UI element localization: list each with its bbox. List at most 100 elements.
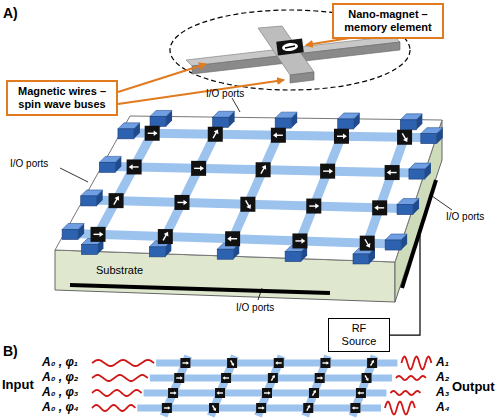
nano-magnet [362, 373, 372, 383]
nano-magnet [162, 403, 172, 413]
nano-magnet [268, 373, 278, 383]
magnet-arrow [264, 391, 271, 395]
box-text: RF Source [334, 322, 384, 348]
nano-magnet [208, 127, 223, 142]
magnet-arrow [275, 361, 282, 365]
nano-magnet [158, 229, 173, 244]
magnet-arrow [161, 231, 171, 242]
spin-wave [92, 390, 142, 396]
magnet-arrow [363, 375, 369, 383]
stroke [246, 204, 253, 210]
nano-magnet [109, 193, 124, 208]
magnet-arrow [259, 164, 269, 175]
stroke [329, 168, 333, 173]
io-port [213, 117, 229, 127]
io-port [229, 111, 235, 127]
spin-wave [92, 360, 154, 366]
io-port [413, 199, 419, 215]
nano-magnet [127, 159, 142, 174]
stroke [366, 243, 373, 249]
io-port [409, 169, 425, 179]
nano-magnet [274, 358, 284, 368]
io-port [400, 120, 416, 130]
stroke [273, 133, 277, 138]
port-label: I/O ports [10, 158, 48, 169]
callout-box: Nano-magnet – memory element [332, 3, 444, 39]
stroke [343, 134, 347, 139]
magnet-arrow [311, 389, 317, 397]
rf-source-box: RF Source [328, 318, 390, 352]
io-port [275, 118, 291, 128]
magnet-arrow [295, 238, 305, 243]
leader-lines [60, 98, 452, 300]
io-port [62, 229, 78, 239]
rf-wire [390, 235, 420, 335]
magnet-arrow [323, 168, 333, 173]
port-label: I/O ports [446, 211, 484, 222]
magnet-arrow [270, 374, 276, 382]
callout-arrows [118, 38, 350, 104]
nano-magnet [145, 126, 160, 141]
substrate [55, 116, 442, 302]
magnet-arrow [305, 404, 311, 412]
stroke [313, 389, 317, 393]
signal-label: A₀ , φ₃ [42, 386, 79, 399]
stroke [272, 374, 276, 378]
stroke [174, 391, 177, 395]
nano-magnet [360, 236, 375, 251]
panel-label: A) [3, 6, 18, 21]
stroke [168, 406, 171, 410]
signal-label: A₀ , φ₁ [42, 356, 78, 369]
input-label: Input [2, 378, 34, 392]
spin-wave [385, 402, 415, 415]
io-port [99, 162, 115, 172]
magnet-arrow [243, 199, 253, 210]
output-label: Output [452, 380, 495, 394]
stroke [129, 164, 133, 169]
spin-wave [396, 376, 426, 380]
stroke [262, 164, 269, 170]
spin-wave [390, 391, 420, 395]
nano-magnet [180, 358, 190, 368]
nano-magnet [315, 373, 325, 383]
io-port [437, 128, 443, 144]
stroke [227, 236, 231, 241]
io-port [97, 190, 103, 206]
nano-magnet [397, 130, 412, 145]
stroke [387, 170, 391, 175]
port-label: I/O ports [206, 88, 244, 99]
spin-wave [401, 357, 431, 370]
magnet-arrow [177, 200, 187, 205]
magnet-arrow [369, 359, 375, 367]
spin-wave [92, 375, 148, 381]
signal-label: A₃ [436, 386, 449, 399]
signal-label: A₂ [436, 371, 449, 384]
stroke [275, 361, 278, 365]
stroke [183, 200, 187, 205]
magnet-arrow [170, 391, 177, 395]
nano-magnet [191, 161, 206, 176]
io-port [166, 110, 172, 126]
stroke [180, 376, 183, 380]
magnet-arrow [363, 238, 373, 249]
io-port [149, 247, 165, 257]
nano-magnet [385, 165, 400, 180]
io-port [150, 116, 166, 126]
nano-magnet [372, 200, 387, 215]
nano-magnet [168, 388, 178, 398]
io-port [217, 249, 233, 259]
io-port [78, 223, 84, 239]
magnet-arrow [322, 361, 329, 365]
magnet-arrow [227, 236, 237, 241]
magnet-arrow [194, 166, 204, 171]
stroke [307, 404, 311, 408]
stroke [213, 408, 217, 412]
io-port [81, 196, 97, 206]
io-port [115, 156, 121, 172]
nano-magnet [174, 195, 189, 210]
box-text: Magnetic wires – spin wave buses [13, 85, 111, 111]
io-port [354, 113, 360, 129]
box-text: Nano-magnet – memory element [339, 8, 437, 34]
signal-label: A₀ , φ₂ [42, 371, 78, 384]
nano-magnet [320, 358, 330, 368]
